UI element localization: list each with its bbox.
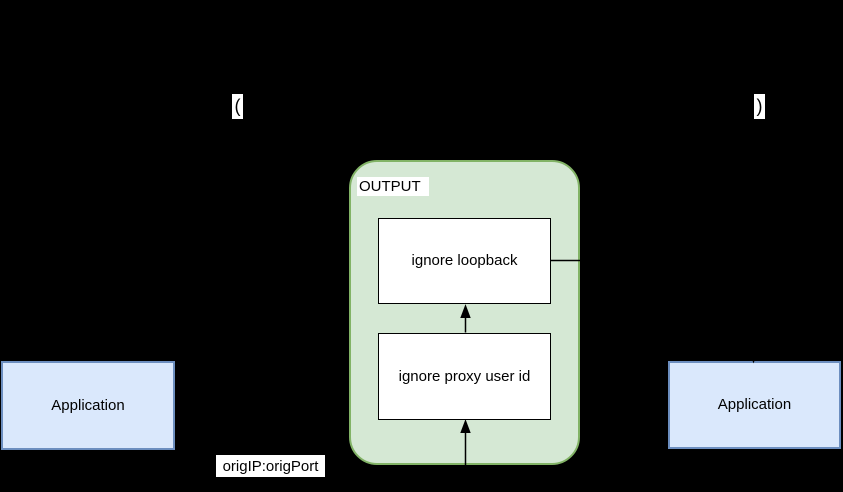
rule-ignore-proxy-user-id: ignore proxy user id [378, 333, 551, 420]
close-paren-label: ) [754, 94, 765, 119]
connector-loopback-rule-to-right-application [551, 259, 759, 364]
origip-origport-label: origIP:origPort [216, 455, 325, 477]
application-node-right: Application [668, 361, 841, 449]
output-chain-title: OUTPUT [357, 177, 429, 196]
open-paren-label: ( [232, 94, 243, 119]
rule-ignore-loopback: ignore loopback [378, 218, 551, 304]
application-node-left: Application [1, 361, 175, 450]
